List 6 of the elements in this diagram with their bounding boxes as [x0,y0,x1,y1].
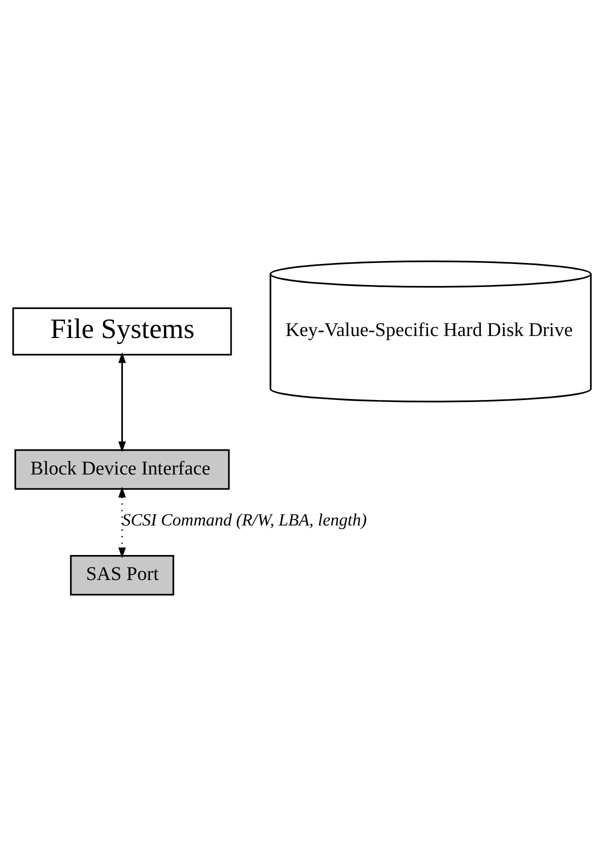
edge-label: SCSI Command (R/W, LBA, length) [122,510,367,530]
node-box: Block Device Interface [14,449,230,490]
arrow [118,352,126,452]
node-box: File Systems [12,307,232,356]
arrow [118,486,126,558]
node-box: SAS Port [70,555,174,596]
